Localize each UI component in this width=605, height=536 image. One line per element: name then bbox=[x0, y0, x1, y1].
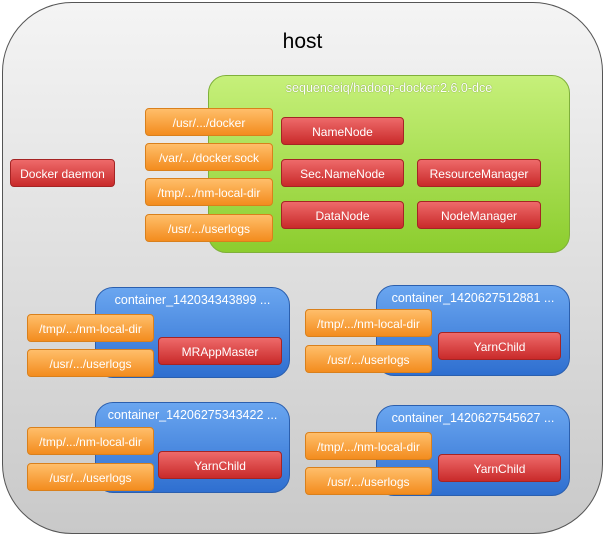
container-mount-nm-local-dir: /tmp/.../nm-local-dir bbox=[27, 427, 154, 455]
container-mount-nm-local-dir: /tmp/.../nm-local-dir bbox=[305, 309, 432, 337]
container-mount-userlogs: /usr/.../userlogs bbox=[27, 349, 154, 377]
container-title: container_14206275343422 ... bbox=[107, 408, 278, 422]
hadoop-docker-container-title: sequenceiq/hadoop-docker:2.6.0-dce bbox=[285, 81, 493, 95]
container-mount-userlogs: /usr/.../userlogs bbox=[27, 463, 154, 491]
docker-daemon-node: Docker daemon bbox=[10, 159, 115, 187]
yarnchild-process: YarnChild bbox=[158, 451, 282, 479]
container-mount-userlogs: /usr/.../userlogs bbox=[305, 467, 432, 495]
mount-docker-binary: /usr/.../docker bbox=[145, 108, 273, 136]
mount-nm-local-dir: /tmp/.../nm-local-dir bbox=[145, 178, 273, 206]
host-title: host bbox=[282, 30, 323, 53]
yarnchild-process: YarnChild bbox=[438, 332, 561, 360]
container-title: container_142034343899 ... bbox=[114, 293, 271, 307]
container-title: container_1420627512881 ... bbox=[391, 291, 555, 305]
secondary-namenode-service: Sec.NameNode bbox=[281, 159, 404, 187]
nodemanager-service: NodeManager bbox=[417, 201, 541, 229]
mount-userlogs: /usr/.../userlogs bbox=[145, 214, 273, 242]
container-mount-nm-local-dir: /tmp/.../nm-local-dir bbox=[305, 432, 432, 460]
container-mount-nm-local-dir: /tmp/.../nm-local-dir bbox=[27, 314, 154, 342]
container-title: container_1420627545627 ... bbox=[391, 411, 555, 425]
container-mount-userlogs: /usr/.../userlogs bbox=[305, 345, 432, 373]
resourcemanager-service: ResourceManager bbox=[417, 159, 541, 187]
datanode-service: DataNode bbox=[281, 201, 404, 229]
namenode-service: NameNode bbox=[281, 117, 404, 145]
mount-docker-sock: /var/.../docker.sock bbox=[145, 143, 273, 171]
yarnchild-process: YarnChild bbox=[438, 454, 561, 482]
mrappmaster-process: MRAppMaster bbox=[158, 337, 282, 365]
